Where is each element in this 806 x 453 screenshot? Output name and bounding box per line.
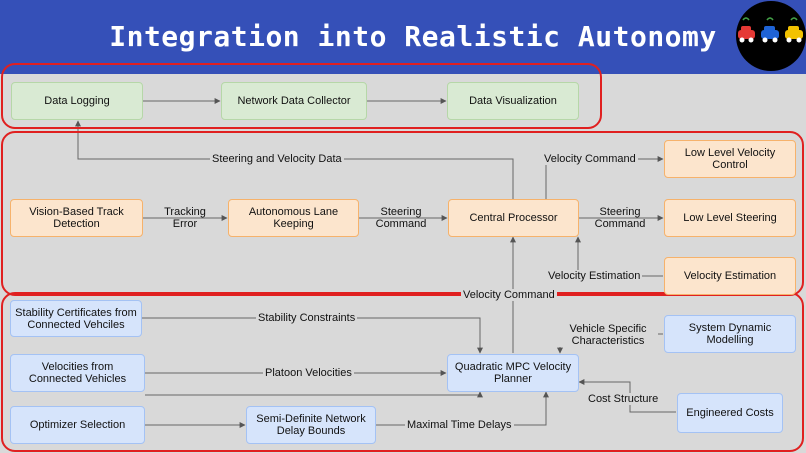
label-steering-velocity-data: Steering and Velocity Data [210, 153, 344, 165]
vision-track-detection-node[interactable]: Vision-Based Track Detection [10, 199, 143, 237]
low-level-steering-node[interactable]: Low Level Steering [664, 199, 796, 237]
autonomous-lane-keeping-node[interactable]: Autonomous Lane Keeping [228, 199, 359, 237]
stability-certificates-node[interactable]: Stability Certificates from Connected Ve… [10, 300, 142, 337]
page-title: Integration into Realistic Autonomy [109, 20, 717, 53]
edge-stability-constraints [142, 317, 483, 354]
velocity-estimation-node[interactable]: Velocity Estimation [664, 257, 796, 295]
data-logging-node[interactable]: Data Logging [11, 82, 143, 120]
label-platoon-velocities: Platoon Velocities [263, 367, 354, 379]
label-stability-constraints: Stability Constraints [256, 312, 358, 324]
label-maximal-time-delays: Maximal Time Delays [405, 419, 514, 431]
label-steering-command-1: Steering Command [375, 206, 427, 230]
label-tracking-error: Tracking Error [164, 206, 206, 230]
label-velocity-command-top: Velocity Command [542, 153, 638, 165]
label-vehicle-specific: Vehicle Specific Characteristics [558, 323, 658, 347]
engineered-costs-node[interactable]: Engineered Costs [677, 393, 783, 433]
robot-cars-logo-icon [735, 0, 806, 74]
control-region [1, 131, 804, 296]
label-velocity-command-mid: Velocity Command [461, 289, 557, 301]
label-velocity-estimation: Velocity Estimation [546, 270, 643, 282]
low-level-velocity-control-node[interactable]: Low Level Velocity Control [664, 140, 796, 178]
optimizer-selection-node[interactable]: Optimizer Selection [10, 406, 145, 444]
central-processor-node[interactable]: Central Processor [448, 199, 579, 237]
title-banner [0, 0, 806, 74]
velocities-connected-vehicles-node[interactable]: Velocities from Connected Vehicles [10, 354, 145, 392]
logging-region [1, 63, 602, 129]
data-visualization-node[interactable]: Data Visualization [447, 82, 579, 120]
planning-region [1, 292, 804, 452]
sdp-delay-bounds-node[interactable]: Semi-Definite Network Delay Bounds [246, 406, 376, 444]
mpc-velocity-planner-node[interactable]: Quadratic MPC Velocity Planner [447, 354, 579, 392]
label-steering-command-2: Steering Command [594, 206, 646, 230]
network-data-collector-node[interactable]: Network Data Collector [221, 82, 367, 120]
system-dynamic-modelling-node[interactable]: System Dynamic Modelling [664, 315, 796, 353]
label-cost-structure: Cost Structure [586, 393, 661, 405]
edge-optimizer-to-planner [145, 391, 483, 398]
